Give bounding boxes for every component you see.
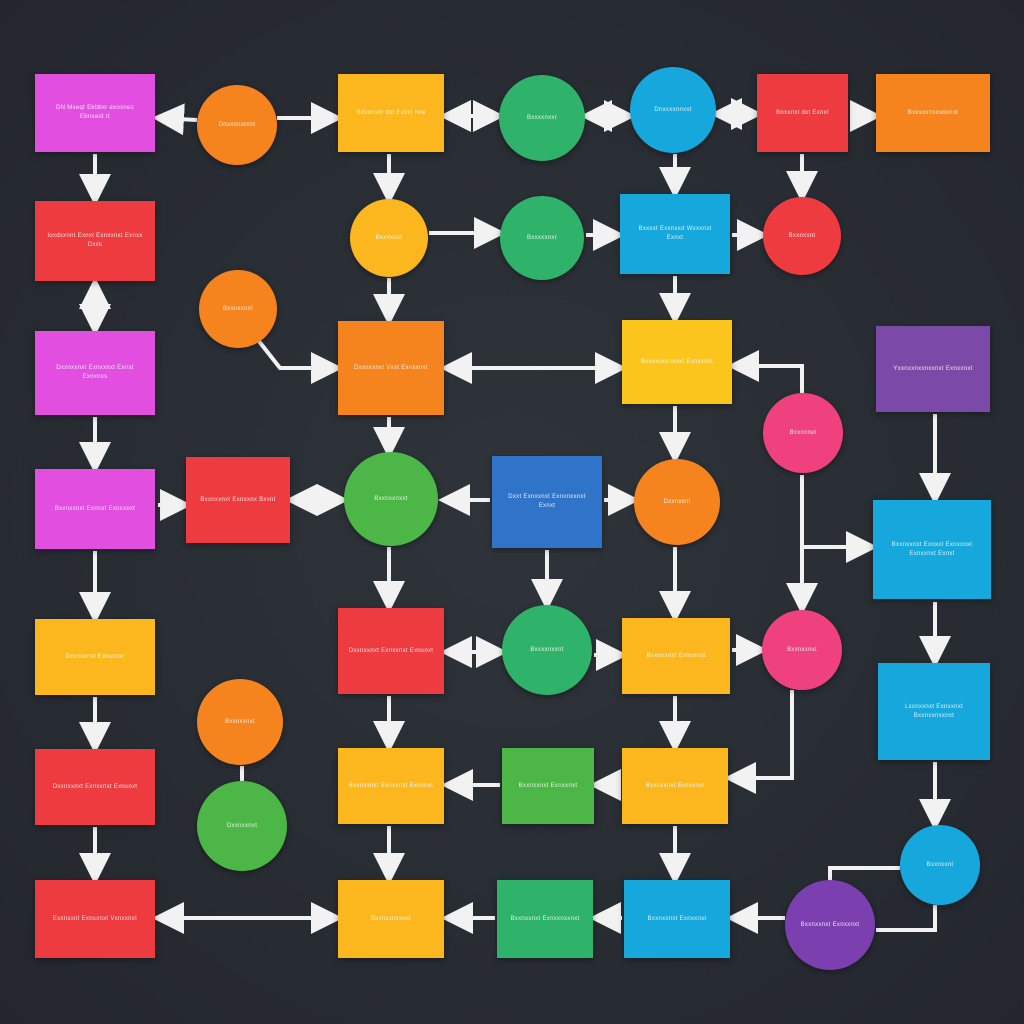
diagram-node-rect[interactable]: DN Mxeqt Ekbbxr exoxnes Ebnxeid rt <box>35 74 155 152</box>
diagram-node-circle[interactable]: Bxxnxxnt <box>900 825 980 905</box>
node-label: Dxxnxxnxt Exnxxnxt Exnxt Exnxnxs <box>56 365 134 380</box>
diagram-node-rect[interactable]: Bnxxnxt dxt Exnxt <box>757 74 848 152</box>
diagram-node-rect[interactable]: Bxxnxxnxt Exnxxnxt <box>622 748 728 824</box>
diagram-node-rect[interactable]: Bxxnxxnxt Exnxxnxt Exnxnxt <box>338 748 444 824</box>
diagram-node-circle[interactable]: Bxxnxnxt <box>763 393 843 473</box>
diagram-node-rect[interactable]: Lxxnxxnxt Exnxxnxt Bxxnxxnxxnxt <box>878 663 990 760</box>
diagram-node-rect[interactable]: Bxxnxxnxt Exnxxnxt <box>624 880 730 958</box>
diagram-node-rect[interactable]: Dxxt Exnxxnxt Exnxnxxnxt Exnxt <box>492 456 602 548</box>
diagram-node-rect[interactable]: Dxxnxxnxt Vxxt Exnxxnxt <box>338 321 444 415</box>
diagram-node-circle[interactable]: Bxxnxxnxt Exnxxnxt <box>785 880 875 970</box>
node-label: Bxxnxnxt <box>789 429 817 436</box>
diagram-node-rect[interactable]: Yxxnxxnxxnxxnxt Exnxxnxt <box>876 326 990 412</box>
connector-arrow <box>256 338 343 384</box>
node-label: Bxxnxxnxt Exnxxnxt <box>518 782 578 789</box>
node-label: Bxxnxxnxt <box>222 305 254 312</box>
connector-arrow <box>152 103 198 136</box>
diagram-node-circle[interactable]: Bxxnxxnxxt <box>344 452 438 546</box>
node-label: Lxxnxxnxt Exnxxnxt Bxxnxxnxxnxt <box>904 703 964 719</box>
node-label: Bxxnxxnxt Exnxxnxxnxt <box>510 915 580 922</box>
diagram-node-circle[interactable]: Doxxonxrnxt <box>197 85 277 165</box>
diagram-node-circle[interactable]: Bxxnxxnxt <box>199 270 277 348</box>
node-label: Bxxnxxnxt <box>786 646 818 653</box>
node-label: Bxxxxxnxxxnxnxt <box>907 109 959 116</box>
diagram-node-rect[interactable]: Bxxnxxnxt Exnxxt Exnxxnxt Exnxxnxt Exnxt <box>873 500 991 599</box>
diagram-node-rect[interactable]: Dxxnxxnxt Exnxxnxt Exnxnxt <box>35 749 155 825</box>
diagram-node-circle[interactable]: Bxxnxxnxt <box>197 679 283 765</box>
node-label: DN Mxeqt Ekbbxr exoxnes Ebnxeid rt <box>56 105 134 120</box>
node-label: Bxxxxnxxr <box>526 114 558 121</box>
connector-arrow <box>724 690 794 794</box>
diagram-node-circle[interactable]: Bxxxxxnxr <box>500 196 584 280</box>
diagram-node-rect[interactable]: Bxxxxnxxnxnxt Exnxxnxt <box>622 320 732 404</box>
node-label: Bxxnxxnxt Exnxxnxt Exnxnxt <box>348 782 434 789</box>
node-label: Doxxonxrnxt <box>218 121 256 128</box>
connector-arrow <box>828 866 900 882</box>
diagram-node-circle[interactable]: Bxxxxnxt <box>350 199 428 277</box>
node-label: Yxxnxxnxxnxxnxt Exnxxnxt <box>893 365 973 372</box>
node-label: Exxnxxnt Exnxxnxt Vxnxxnxt <box>52 915 138 922</box>
diagram-node-rect[interactable]: Dxxnxxnxt Exnxxnxt Exnxt Exnxnxs <box>35 331 155 415</box>
diagram-node-rect[interactable]: Bxxnxxnxt Exnxxnxt <box>622 618 730 694</box>
node-label: Bxxnxxnt <box>926 861 954 868</box>
node-label: Bxxnxxnxt <box>224 718 256 725</box>
node-label: Dxxnxxnt <box>663 498 691 505</box>
node-label: Bxxxxnxxnt <box>530 646 564 653</box>
node-label: Dxxnxxnxt <box>226 822 258 829</box>
node-label: Bxxnxxnxt Exnxxt Exnxxnxt <box>54 505 136 512</box>
node-label: Bxxnxxnt <box>788 232 816 239</box>
connector-arrow <box>727 350 804 393</box>
diagram-node-circle[interactable]: Bxxxxnxxr <box>499 75 585 161</box>
node-label: Bxxnxxnxt Exnxxt Exnxxnxt Exnxxnxt Exnxt <box>891 541 973 557</box>
node-label: Dxxnxxnxt Exnxxnxt <box>65 653 125 660</box>
node-label: Bxxxxnxt <box>375 234 403 241</box>
diagram-node-circle[interactable]: Bxxnxxnxt <box>762 610 842 690</box>
node-label: Bxxxxxnxr <box>526 234 558 241</box>
node-label: Dxxt Exnxxnxt Exnxnxxnxt Exnxt <box>508 494 586 509</box>
diagram-node-rect[interactable]: Bxxnxxnxt Exnxxt Exnxxnxt <box>35 469 155 549</box>
node-label: Bxxnxxnxt Exnxxnxt <box>800 921 860 928</box>
diagram-node-rect[interactable]: Dxxnxxnxt Exnxxnxt Exnxnxt <box>338 608 444 694</box>
diagram-node-circle[interactable]: Bxxnxxnt <box>763 197 841 275</box>
node-label: Bnxxnxt dxt Exnxt <box>776 109 829 116</box>
diagram-node-circle[interactable]: Dxxnxxnxt <box>197 781 287 871</box>
diagram-node-rect[interactable]: Bxxnxxnxt Exnxxnxxnxt <box>497 880 593 958</box>
node-label: Bxxnxxnxt Exnxxnxt <box>646 652 706 659</box>
node-label: Ioxdxxnnt Exnxt Exnxxnxt Exnxx Dxxk <box>47 233 143 248</box>
node-label: Dnxxxxnnxxt <box>654 106 692 113</box>
diagram-node-rect[interactable]: Bxxxxxnxxxnxnxt <box>876 74 990 152</box>
node-label: Bxxnxxnxxt <box>374 495 408 502</box>
diagram-node-rect[interactable]: Bxxnxxnxt Exnxxnxt <box>502 748 594 824</box>
diagram-node-circle[interactable]: Dnxxxxnnxxt <box>630 67 716 153</box>
node-label: Bxxxxnxxnxnxt Exnxxnxt <box>640 358 714 365</box>
diagram-node-rect[interactable]: Bxxxxt Exxnxxd Wxxxnxt Exnxt <box>620 194 730 274</box>
diagram-node-rect[interactable]: Dxxnxxnxt Exnxxnxt <box>35 619 155 695</box>
diagram-node-rect[interactable]: Bxxnxxnxt Exnxxnx Bxxnt <box>186 457 290 543</box>
diagram-node-rect[interactable]: Exxnxxnt Exnxxnxt Vxnxxnxt <box>35 880 155 958</box>
diagram-node-rect[interactable]: Ioxdxxnnt Exnxt Exnxxnxt Exnxx Dxxk <box>35 201 155 281</box>
diagram-node-rect[interactable]: Bdxxnxxr dxt Exxxt nne <box>338 74 444 152</box>
diagram-node-circle[interactable]: Dxxnxxnt <box>634 459 720 545</box>
node-label: Bdxxnxxr dxt Exxxt nne <box>356 109 426 116</box>
node-label: Bxxnxxnxt Exnxxnx Bxxnt <box>200 496 276 503</box>
connector-arrow <box>876 905 937 932</box>
diagram-node-rect[interactable]: Bxxnxxnxxnxt <box>338 880 444 958</box>
node-label: Dxxnxxnxt Vxxt Exnxxnxt <box>354 364 428 371</box>
node-label: Bxxxxt Exxnxxd Wxxxnxt Exnxt <box>638 226 712 241</box>
diagram-node-circle[interactable]: Bxxxxnxxnt <box>502 605 592 695</box>
node-label: Bxxnxxnxxnxt <box>370 915 412 922</box>
node-label: Dxxnxxnxt Exnxxnxt Exnxnxt <box>52 783 138 790</box>
node-label: Bxxnxxnxt Exnxxnxt <box>647 915 707 922</box>
node-label: Bxxnxxnxt Exnxxnxt <box>645 782 705 789</box>
node-label: Dxxnxxnxt Exnxxnxt Exnxnxt <box>348 647 434 654</box>
